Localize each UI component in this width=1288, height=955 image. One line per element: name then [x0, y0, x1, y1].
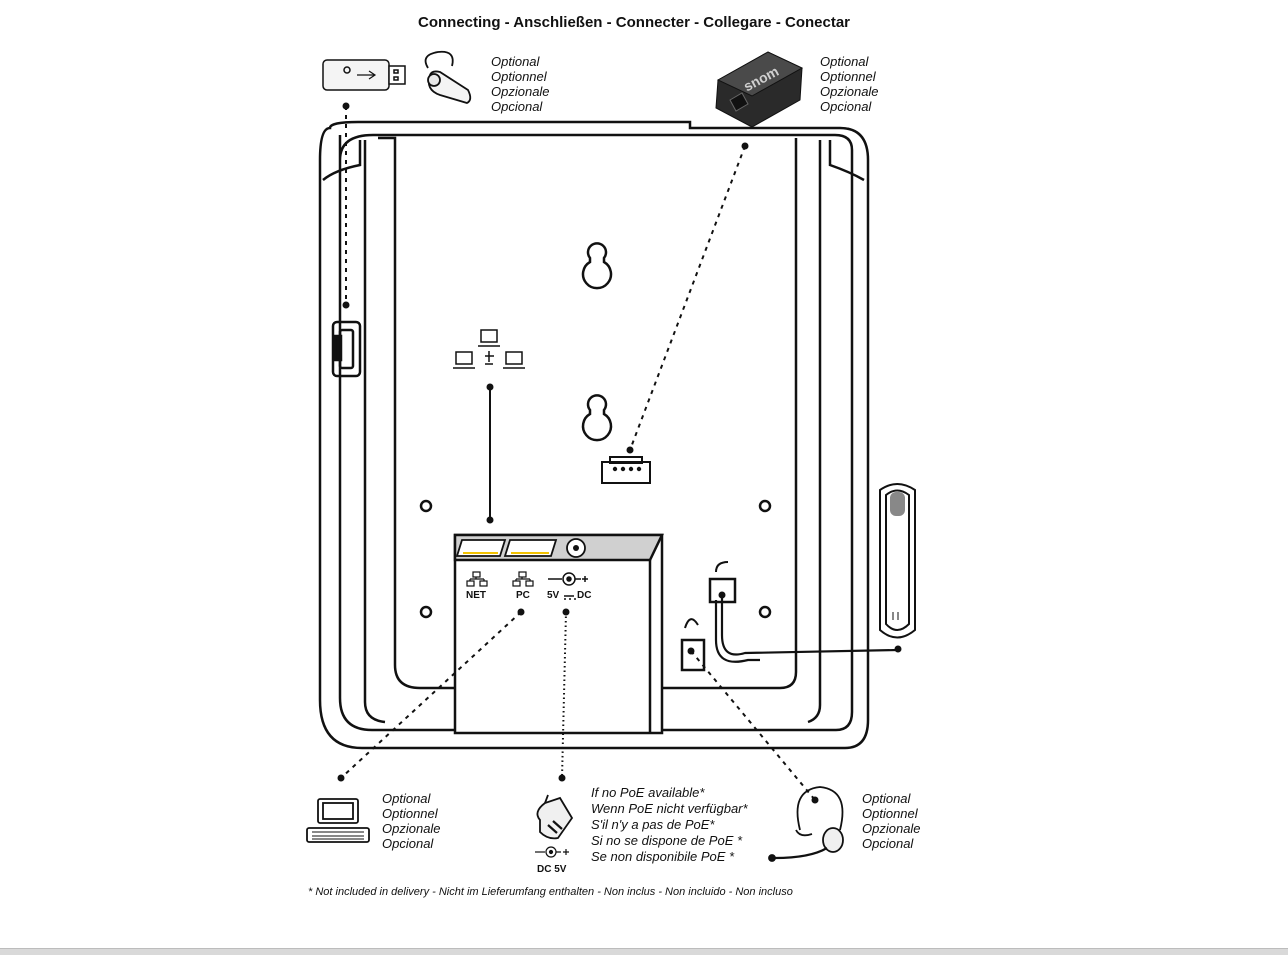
dc-polarity-icon: [548, 572, 588, 600]
ehs-connector: [601, 456, 651, 484]
power-adapter-icon: [536, 794, 574, 840]
screw-holes: [419, 499, 772, 619]
power-dc-label: DC: [577, 590, 591, 601]
pc-port-label: PC: [516, 590, 530, 601]
pc-port-icon: [512, 571, 534, 587]
optional-label-headset: Optional Optionnel Opzionale Opcional: [862, 791, 921, 851]
optional-label-es: Opcional: [491, 99, 543, 114]
poe-note-fr: S'il n'y a pas de PoE*: [591, 817, 715, 832]
net-port-icon: [466, 571, 488, 587]
footnote: * Not included in delivery - Nicht im Li…: [308, 886, 793, 898]
wall-mount-slot-top: [581, 242, 613, 290]
optional-label-ehs: Optional Optionnel Opzionale Opcional: [820, 54, 879, 114]
power-port-label: 5V: [547, 590, 560, 601]
bluetooth-headset-icon: [424, 50, 472, 104]
computer-icon: [306, 798, 370, 843]
usb-dongle-icon: [322, 59, 406, 91]
optional-label-it: Opzionale: [382, 821, 441, 836]
adapter-label: DC 5V: [537, 864, 567, 875]
optional-label-it: Opzionale: [820, 84, 879, 99]
power-line: [561, 611, 567, 779]
optional-label-it: Opzionale: [491, 84, 550, 99]
network-icon: [453, 329, 525, 369]
port-box: [453, 533, 664, 735]
optional-label-fr: Optionnel: [862, 806, 918, 821]
optional-label-fr: Optionnel: [820, 69, 876, 84]
wall-mount-slot-bottom: [581, 394, 613, 442]
optional-label-fr: Optionnel: [382, 806, 438, 821]
optional-label-es: Opcional: [382, 836, 434, 851]
poe-note-it: Se non disponibile PoE *: [591, 849, 735, 864]
optional-label-fr: Optionnel: [491, 69, 547, 84]
handset-cord: [714, 598, 899, 663]
handset-icon: [879, 483, 916, 639]
optional-label-es: Opcional: [862, 836, 914, 851]
optional-label-en: Optional: [820, 54, 869, 69]
optional-label-es: Opcional: [820, 99, 872, 114]
phone-body: [318, 120, 870, 750]
poe-note-es: Si no se dispone de PoE *: [591, 833, 743, 848]
optional-label-en: Optional: [491, 54, 540, 69]
optional-label-it: Opzionale: [862, 821, 921, 836]
window-bottom-border: [0, 948, 1288, 955]
net-port-label: NET: [466, 590, 486, 601]
adapter-polarity-icon: [535, 846, 569, 858]
connection-lines: [340, 106, 816, 801]
poe-note-en: If no PoE available*: [591, 785, 705, 800]
headset-port: [680, 618, 706, 672]
diagram-title: Connecting - Anschließen - Connecter - C…: [418, 14, 850, 31]
connection-dots: [337, 102, 902, 804]
optional-label-en: Optional: [862, 791, 911, 806]
poe-note: If no PoE available* Wenn PoE nicht verf…: [591, 785, 748, 865]
usb-port: [331, 320, 362, 378]
corded-headset-icon: [768, 786, 844, 862]
poe-note-de: Wenn PoE nicht verfügbar*: [591, 801, 748, 816]
optional-label-pc: Optional Optionnel Opzionale Opcional: [382, 791, 441, 851]
optional-label-usb: Optional Optionnel Opzionale Opcional: [491, 54, 550, 114]
optional-label-en: Optional: [382, 791, 431, 806]
ehs-adapter-icon: snom: [715, 51, 804, 128]
